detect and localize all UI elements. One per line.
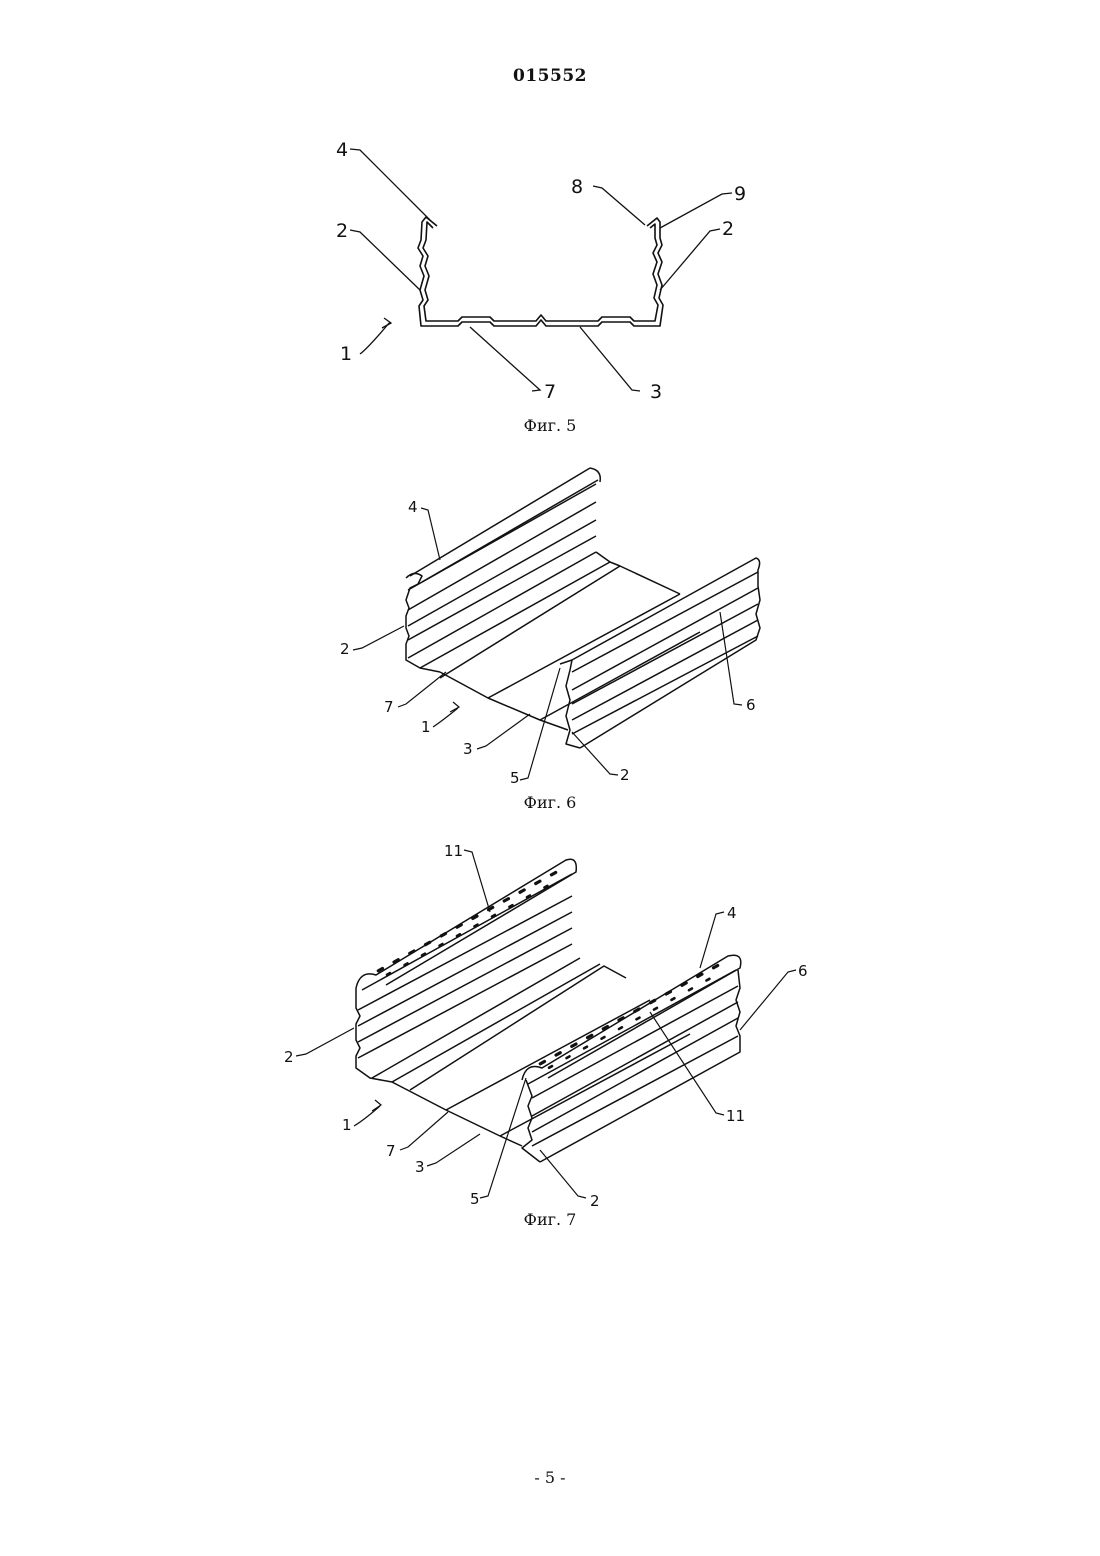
fig7-label-5: 5 <box>470 1190 480 1208</box>
fig7-label-7: 7 <box>386 1142 396 1160</box>
fig7-label-6: 6 <box>798 962 808 980</box>
fig7-label-3: 3 <box>415 1158 425 1176</box>
fig7-label-11-bottom: 11 <box>726 1107 745 1125</box>
fig7-label-2-right: 2 <box>590 1192 600 1210</box>
fig7-label-11-top: 11 <box>444 842 463 860</box>
page-number: - 5 - <box>0 1468 1100 1487</box>
fig7-label-2-left: 2 <box>284 1048 294 1066</box>
fig7-label-4: 4 <box>727 904 737 922</box>
fig7-label-1: 1 <box>342 1116 352 1134</box>
figure-7-caption: Фиг. 7 <box>0 1210 1100 1229</box>
figure-7-perforated-profile: 11 4 6 2 1 7 3 5 2 11 <box>0 0 1100 1220</box>
